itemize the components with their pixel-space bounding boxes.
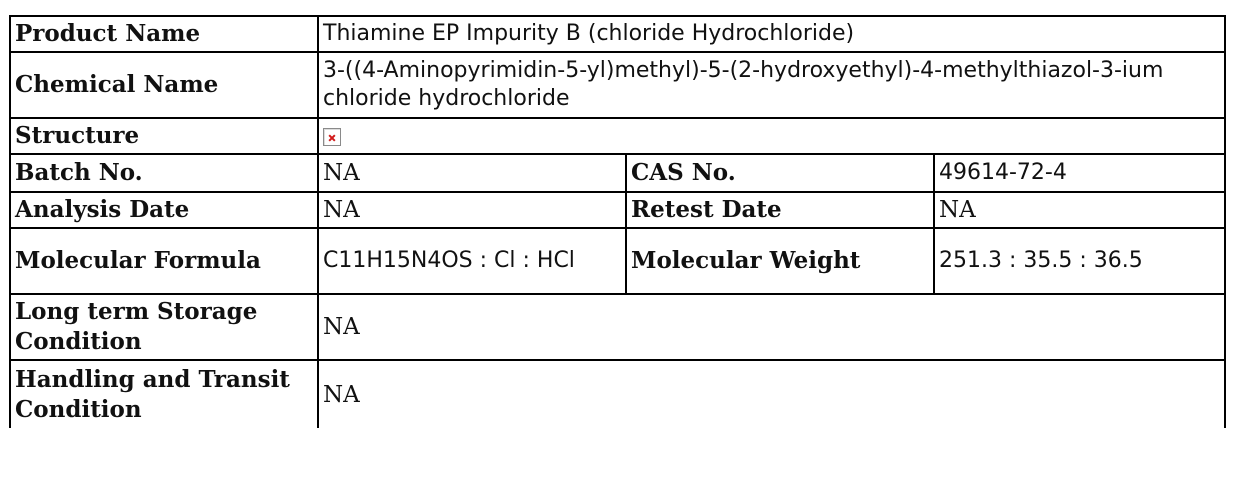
handling-condition-value: NA [316,359,1227,428]
row-molecular: Molecular Formula C11H15N4OS : Cl : HCl … [9,227,1227,295]
row-product-name: Product Name Thiamine EP Impurity B (chl… [9,15,1227,53]
row-structure: Structure [9,117,1227,155]
storage-condition-value: NA [316,293,1227,361]
retest-date-label: Retest Date [625,191,935,229]
analysis-date-label: Analysis Date [9,191,319,229]
molecular-weight-label: Molecular Weight [625,227,935,295]
structure-label: Structure [9,117,319,155]
storage-condition-label: Long term Storage Condition [9,293,319,361]
batch-no-value: NA [317,153,627,193]
product-spec-table: Product Name Thiamine EP Impurity B (chl… [9,15,1227,428]
batch-no-label: Batch No. [9,153,319,193]
product-name-label: Product Name [9,15,319,53]
chemical-name-value: 3-((4-Aminopyrimidin-5-yl)methyl)-5-(2-h… [316,51,1227,119]
chemical-name-label: Chemical Name [9,51,319,119]
molecular-formula-value: C11H15N4OS : Cl : HCl [317,227,627,295]
row-storage: Long term Storage Condition NA [9,293,1227,361]
row-chemical-name: Chemical Name 3-((4-Aminopyrimidin-5-yl)… [9,51,1227,119]
structure-value [316,117,1227,155]
row-handling: Handling and Transit Condition NA [9,359,1227,428]
cas-no-label: CAS No. [625,153,935,193]
row-batch-cas: Batch No. NA CAS No. 49614-72-4 [9,153,1227,193]
handling-condition-label: Handling and Transit Condition [9,359,319,428]
molecular-weight-value: 251.3 : 35.5 : 36.5 [932,227,1227,295]
analysis-date-value: NA [317,191,627,229]
cas-no-value: 49614-72-4 [932,153,1227,193]
molecular-formula-label: Molecular Formula [9,227,319,295]
broken-image-icon [323,128,341,146]
product-name-value: Thiamine EP Impurity B (chloride Hydroch… [316,15,1227,53]
row-dates: Analysis Date NA Retest Date NA [9,191,1227,229]
retest-date-value: NA [932,191,1227,229]
